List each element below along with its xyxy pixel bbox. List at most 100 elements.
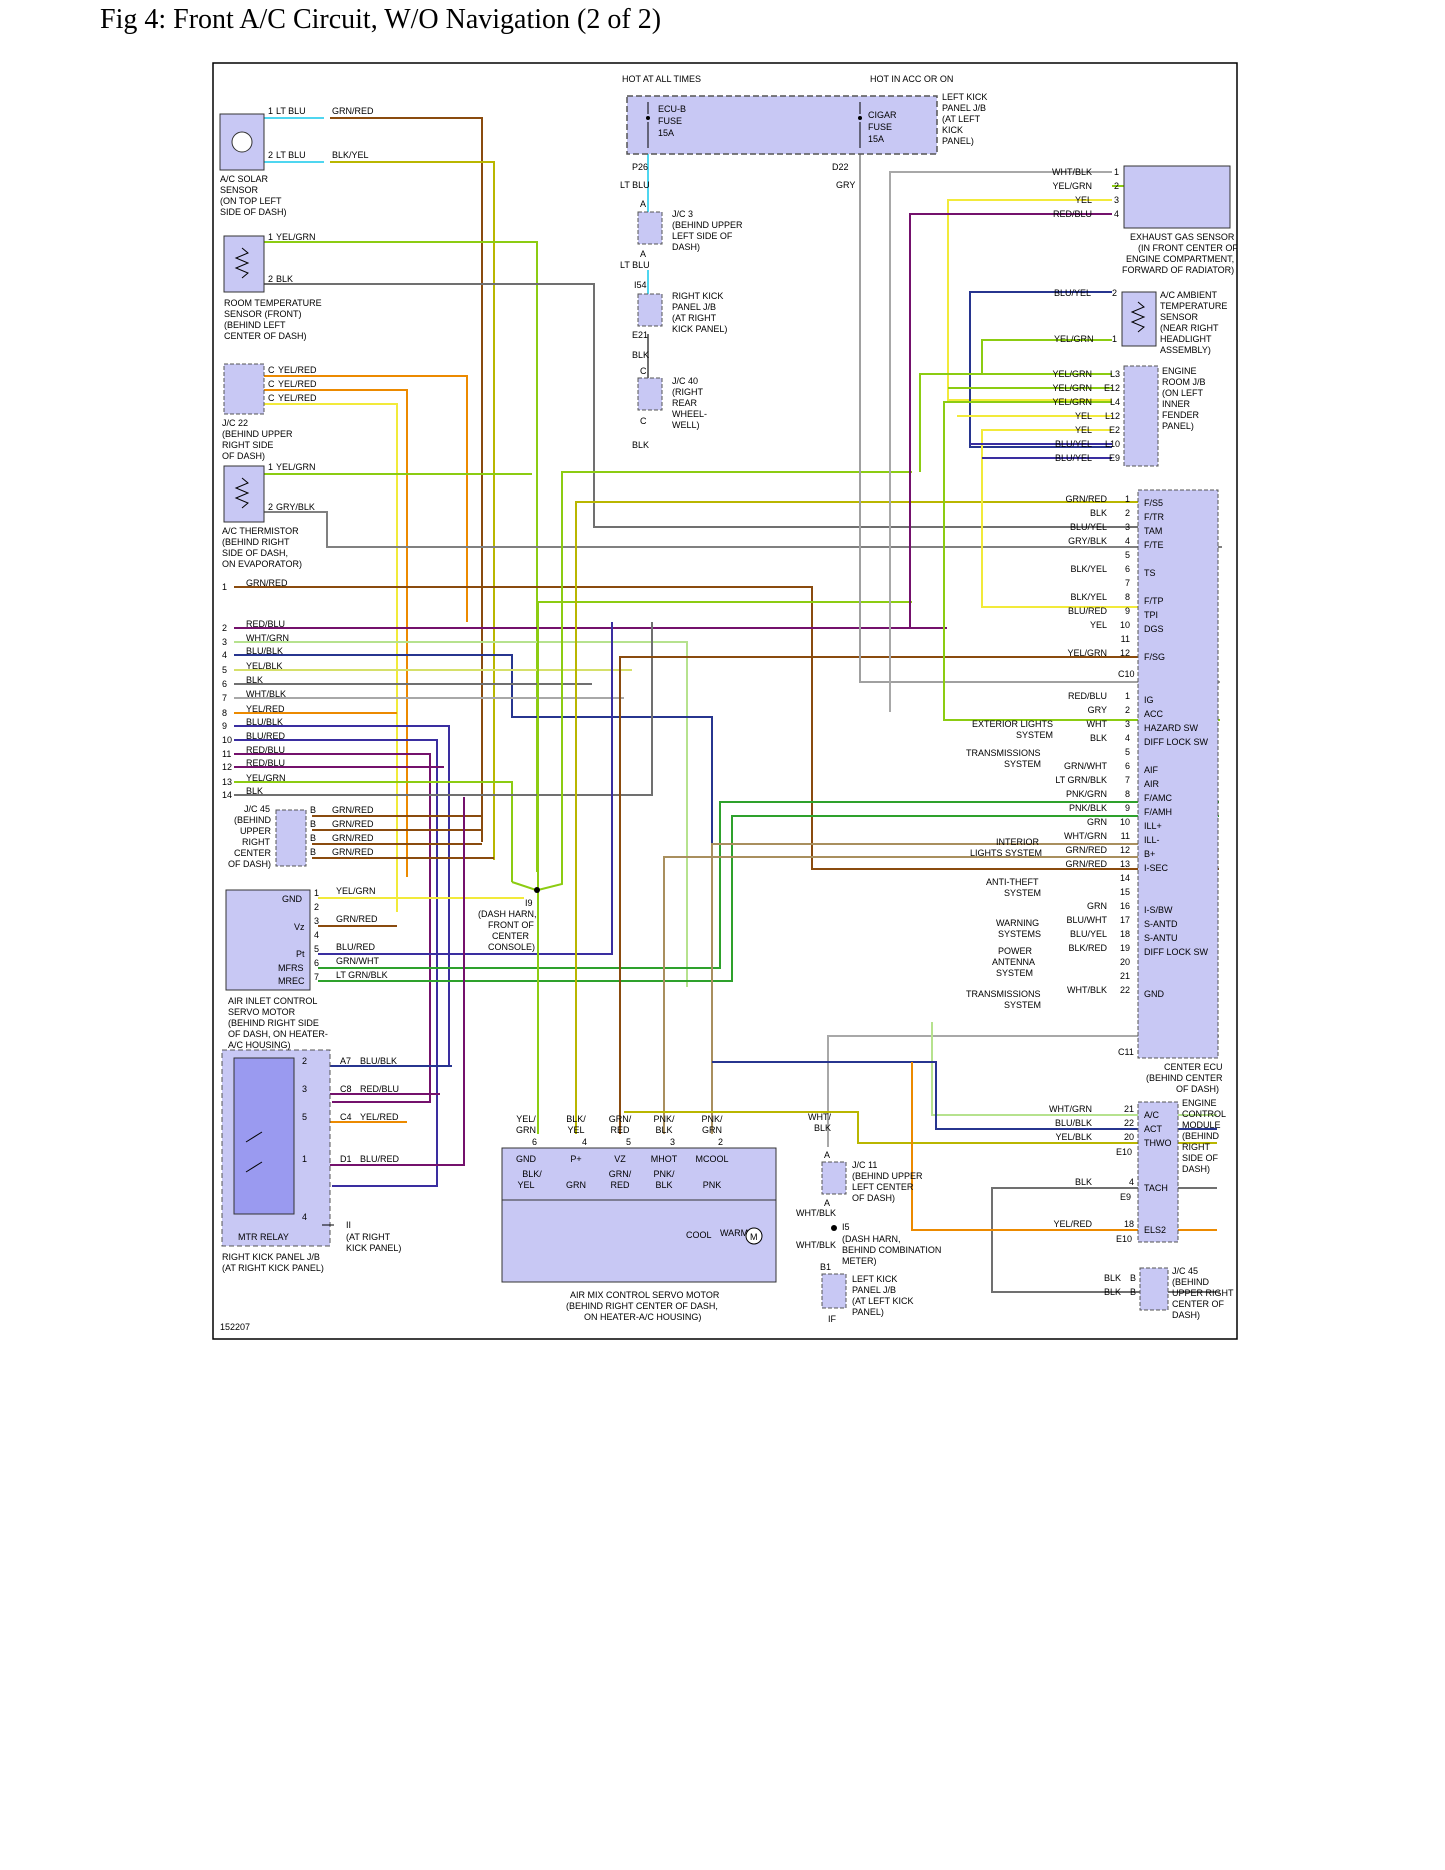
ecu-c10-terminal: F/S5 <box>1144 498 1163 508</box>
exhaust-pin-number: 4 <box>1114 209 1119 219</box>
svg-text:OF DASH): OF DASH) <box>222 451 265 461</box>
ecu-c11-terminal: ACC <box>1144 709 1164 719</box>
svg-text:YEL/RED: YEL/RED <box>360 1112 399 1122</box>
svg-text:CENTER OF DASH): CENTER OF DASH) <box>224 331 307 341</box>
left-wire-label: BLK <box>246 675 263 685</box>
inlet-wire-label: GRN/WHT <box>336 956 379 966</box>
left-wire-label: BLK <box>246 786 263 796</box>
sun-icon <box>231 131 253 153</box>
ecu-c10-terminal: TPI <box>1144 610 1158 620</box>
ecu-c11-pin: 8 <box>1125 789 1130 799</box>
wire-mix-3 <box>663 856 1217 1134</box>
svg-text:M: M <box>750 1232 758 1242</box>
ecu-c11-pin: 19 <box>1120 943 1130 953</box>
svg-text:(DASH HARN,: (DASH HARN, <box>478 909 537 919</box>
svg-text:PANEL): PANEL) <box>852 1307 884 1317</box>
mix-wire-top: YEL/ <box>516 1114 536 1124</box>
svg-text:CONSOLE): CONSOLE) <box>488 942 535 952</box>
ecu-b-line3: 15A <box>658 128 674 138</box>
ecu-c11-terminal: IG <box>1144 695 1154 705</box>
ecu-c10-pin: 5 <box>1125 550 1130 560</box>
svg-text:PANEL J/B: PANEL J/B <box>942 103 986 113</box>
ecu-c11-pin: 16 <box>1120 901 1130 911</box>
wire-inlet-6 <box>318 801 1219 969</box>
erjb-pin-number: L3 <box>1110 369 1120 379</box>
wire-ecm-20 <box>624 1111 1217 1144</box>
ecu-b-line2: FUSE <box>658 116 682 126</box>
thermistor-icon <box>1130 301 1146 333</box>
inlet-wire-label: YEL/GRN <box>336 886 376 896</box>
left-pin-number: 7 <box>222 693 227 703</box>
ecu-c11-wire: BLK <box>1090 733 1107 743</box>
ecu-c10-wire: BLK <box>1090 508 1107 518</box>
svg-text:INNER: INNER <box>1162 399 1191 409</box>
mix-inner-top: BLK/ <box>522 1169 542 1179</box>
exhaust-pin-number: 1 <box>1114 167 1119 177</box>
mix-wire-bottom: BLK <box>655 1125 672 1135</box>
svg-text:J/C 11: J/C 11 <box>852 1160 877 1170</box>
ecm-terminal: THWO <box>1144 1138 1172 1148</box>
svg-text:(NEAR RIGHT: (NEAR RIGHT <box>1160 323 1219 333</box>
ecu-c11-pin: 5 <box>1125 747 1130 757</box>
svg-text:UPPER: UPPER <box>240 826 272 836</box>
jc3-l4: DASH) <box>672 242 700 252</box>
mix-pin-number: 3 <box>670 1137 675 1147</box>
svg-text:BLU/RED: BLU/RED <box>360 1154 400 1164</box>
mix-wire-bottom: RED <box>610 1125 630 1135</box>
ecu-c11-wire: GRN/RED <box>1065 845 1107 855</box>
left-pin-number: 12 <box>222 762 232 772</box>
solar-sensor: 1 LT BLU GRN/RED 2 LT BLU BLK/YEL A/C SO… <box>219 106 374 217</box>
svg-text:(DASH HARN,: (DASH HARN, <box>842 1234 901 1244</box>
wiring-diagram: HOT AT ALL TIMES HOT IN ACC OR ON ECU-B … <box>212 62 1238 1340</box>
jc3-l2: (BEHIND UPPER <box>672 220 743 230</box>
cigar-fuse: CIGAR FUSE 15A <box>858 102 897 148</box>
svg-text:1: 1 <box>302 1154 307 1164</box>
left-pin-number: 6 <box>222 679 227 689</box>
svg-text:(BEHIND CENTER: (BEHIND CENTER <box>1146 1073 1223 1083</box>
svg-text:OF DASH): OF DASH) <box>228 859 271 869</box>
svg-text:B: B <box>1130 1273 1136 1283</box>
svg-text:A/C SOLAR: A/C SOLAR <box>220 174 269 184</box>
ecu-c11-terminal: I-S/BW <box>1144 905 1173 915</box>
inlet-pin-number: 7 <box>314 972 319 982</box>
rkjb-l3: (AT RIGHT <box>672 313 717 323</box>
wire-i9-b <box>537 471 912 891</box>
svg-text:BLK: BLK <box>1104 1273 1121 1283</box>
mix-pin-number: 5 <box>626 1137 631 1147</box>
ecu-c11-pin: 12 <box>1120 845 1130 855</box>
svg-text:I5: I5 <box>842 1222 850 1232</box>
svg-text:(BEHIND: (BEHIND <box>1182 1131 1220 1141</box>
svg-text:BLU/BLK: BLU/BLK <box>360 1056 397 1066</box>
left-wire-label: YEL/RED <box>246 704 285 714</box>
svg-text:SIDE OF DASH): SIDE OF DASH) <box>220 207 287 217</box>
cigar-line1: CIGAR <box>868 110 897 120</box>
svg-text:SYSTEM: SYSTEM <box>1004 1000 1041 1010</box>
ecu-c11-terminal: AIR <box>1144 779 1160 789</box>
left-pin-number: 13 <box>222 777 232 787</box>
svg-text:(BEHIND RIGHT CENTER OF DASH,: (BEHIND RIGHT CENTER OF DASH, <box>566 1301 718 1311</box>
ecm-wire-label: BLK <box>1075 1177 1092 1187</box>
svg-text:A: A <box>824 1150 830 1160</box>
svg-text:HEADLIGHT: HEADLIGHT <box>1160 334 1212 344</box>
svg-text:I9: I9 <box>525 898 533 908</box>
svg-text:C: C <box>268 393 275 403</box>
ecu-c11-wire: PNK/GRN <box>1066 789 1107 799</box>
svg-text:RIGHT: RIGHT <box>242 837 271 847</box>
splice-dot <box>534 887 540 893</box>
wire-jc22-3 <box>262 403 398 912</box>
svg-text:LEFT CENTER: LEFT CENTER <box>852 1182 914 1192</box>
left-pin-number: 10 <box>222 735 232 745</box>
erjb-pin-number: E9 <box>1109 453 1120 463</box>
inlet-pin-number: 6 <box>314 958 319 968</box>
svg-text:(BEHIND: (BEHIND <box>1172 1277 1210 1287</box>
thermistor-icon <box>234 247 250 279</box>
left-pin-number: 4 <box>222 650 227 660</box>
svg-text:C: C <box>640 366 647 376</box>
left-wire-label: RED/BLU <box>246 758 285 768</box>
exhaust-pin-number: 3 <box>1114 195 1119 205</box>
mix-inner-top: PNK/ <box>653 1169 675 1179</box>
svg-text:BLK/YEL: BLK/YEL <box>332 150 369 160</box>
ecu-c11-pin: 14 <box>1120 873 1130 883</box>
